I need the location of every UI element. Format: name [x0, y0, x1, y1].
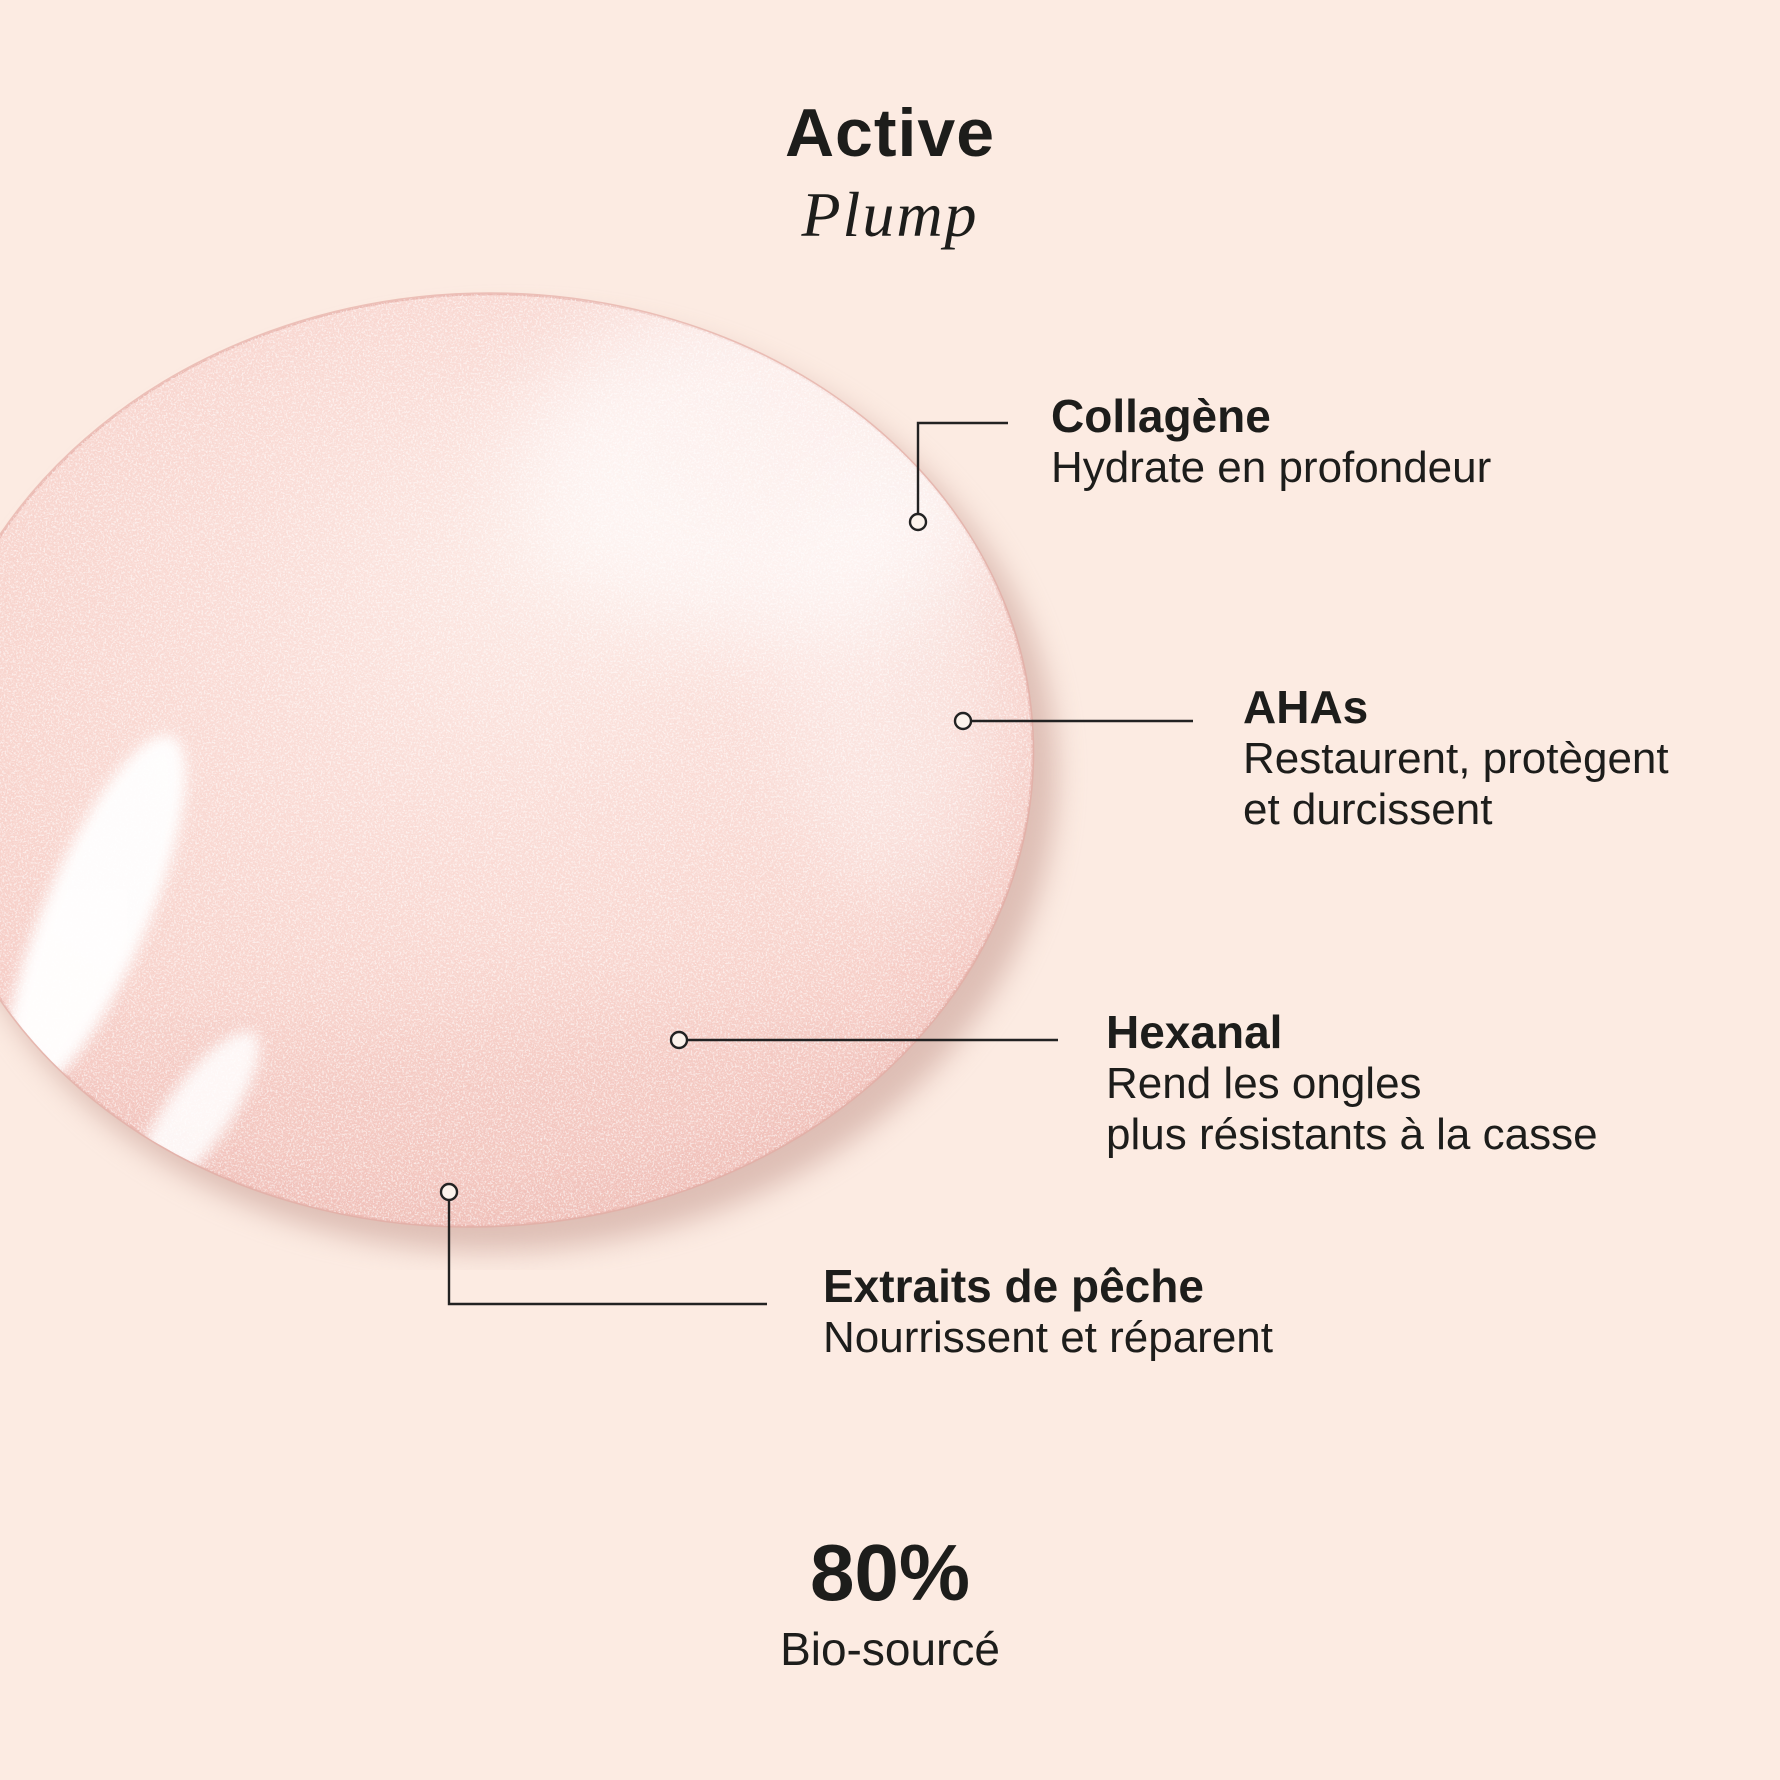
ingredient-benefit: et durcissent — [1243, 785, 1493, 834]
stat-value: 80% — [809, 1528, 971, 1617]
ingredient-name: AHAs — [1243, 681, 1369, 733]
product-swatch-image — [0, 278, 1058, 1255]
page-subtitle: Plump — [801, 179, 979, 250]
callout-hexanal: Hexanal Rend les ongles plus résistants … — [1106, 1006, 1598, 1160]
ingredient-benefit: Hydrate en profondeur — [1051, 443, 1492, 492]
callout-ahas: AHAs Restaurent, protègent et durcissent — [1243, 681, 1669, 835]
stat-block: 80% Bio-sourcé — [0, 1530, 1780, 1676]
ingredient-name: Collagène — [1051, 390, 1271, 442]
ingredient-benefit: Rend les ongles — [1106, 1059, 1422, 1108]
callout-collagene: Collagène Hydrate en profondeur — [1051, 390, 1491, 493]
stat-label: Bio-sourcé — [780, 1623, 1000, 1675]
ingredient-name: Extraits de pêche — [823, 1260, 1204, 1312]
callout-extraits: Extraits de pêche Nourrissent et réparen… — [823, 1260, 1273, 1363]
ingredient-name: Hexanal — [1106, 1006, 1283, 1058]
ingredient-benefit: plus résistants à la casse — [1106, 1110, 1598, 1159]
page-title: Active — [784, 95, 996, 171]
title-block: Active Plump — [0, 96, 1780, 250]
ingredient-benefit: Restaurent, protègent — [1243, 734, 1669, 783]
ingredient-benefit: Nourrissent et réparent — [823, 1313, 1273, 1362]
